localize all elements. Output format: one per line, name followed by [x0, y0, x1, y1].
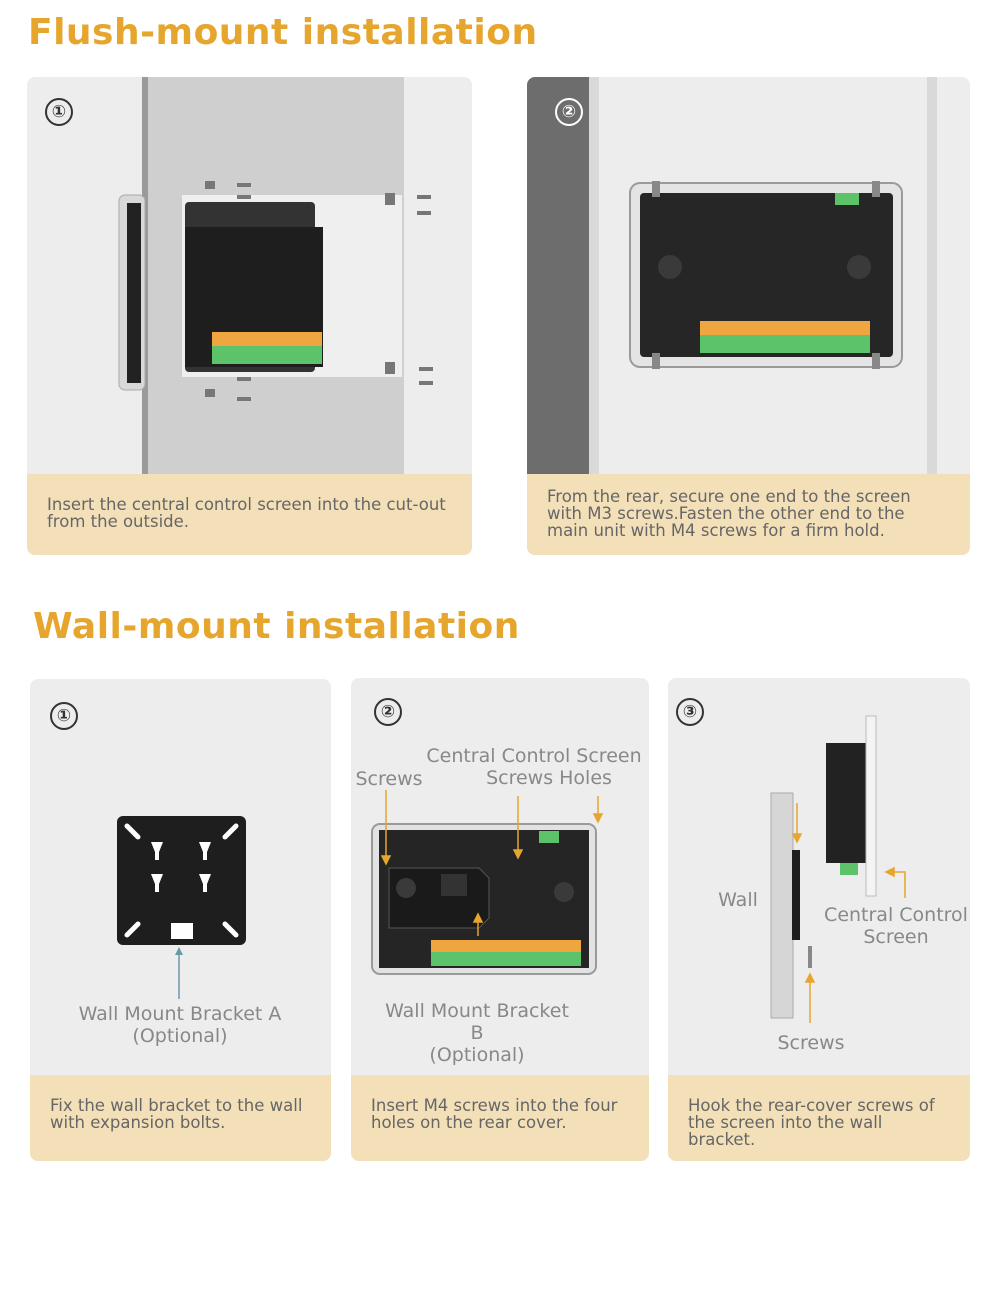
step-number-badge: ③ [676, 698, 704, 726]
bracket-a-label-line1: Wall Mount Bracket A [78, 1003, 282, 1025]
bracket-b-label-line1: Wall Mount Bracket B [385, 1000, 569, 1044]
bracket-a-label: Wall Mount Bracket A (Optional) [60, 1003, 300, 1047]
wall-step-1-card: ① Wall Mount Bracket A (Optional) Fix th… [30, 679, 331, 1161]
step-number-badge: ① [50, 702, 78, 730]
wall-label: Wall [718, 889, 758, 911]
wall-step-2-card: ② Screws Central Control Screen Screws H… [351, 678, 649, 1161]
wall-step-3-caption: Hook the rear-cover screws of the screen… [668, 1075, 970, 1161]
step-number-badge: ① [45, 98, 73, 126]
screws-label: Screws [777, 1032, 845, 1054]
wall-step-2-illustration [351, 678, 649, 1075]
flush-step-1-illustration [27, 77, 472, 474]
bracket-a-label-line2: (Optional) [132, 1025, 228, 1047]
ccs-holes-label: Central Control Screen Screws Holes [421, 745, 647, 789]
wall-step-3-illustration [668, 678, 970, 1075]
flush-step-2-illustration [527, 77, 970, 474]
step-number-badge: ② [374, 698, 402, 726]
flush-step-2-card: ② From the rear, secure one end to the s… [527, 77, 970, 555]
ccs-label: Central Control Screen [818, 904, 970, 948]
wall-mount-title: Wall-mount installation [33, 606, 520, 647]
wall-step-1-caption: Fix the wall bracket to the wall with ex… [30, 1075, 331, 1161]
screws-label: Screws [355, 768, 423, 790]
flush-step-2-caption: From the rear, secure one end to the scr… [527, 474, 970, 555]
flush-mount-title: Flush-mount installation [28, 12, 538, 53]
ccs-label-line2: Screen [863, 926, 929, 948]
bracket-b-label: Wall Mount Bracket B (Optional) [377, 1000, 577, 1066]
ccs-label-line1: Central Control [824, 904, 968, 926]
step-number-badge: ② [555, 98, 583, 126]
flush-step-1-caption: Insert the central control screen into t… [27, 474, 472, 555]
ccs-holes-label-line1: Central Control Screen [426, 745, 642, 767]
ccs-holes-label-line2: Screws Holes [486, 767, 612, 789]
bracket-b-label-line2: (Optional) [429, 1044, 525, 1066]
flush-step-1-card: ① Insert the central control screen into… [27, 77, 472, 555]
wall-step-2-caption: Insert M4 screws into the four holes on … [351, 1075, 649, 1161]
wall-step-3-card: ③ Wall Central Control Screen Screws Hoo… [668, 678, 970, 1161]
wall-step-1-illustration [30, 679, 331, 1075]
